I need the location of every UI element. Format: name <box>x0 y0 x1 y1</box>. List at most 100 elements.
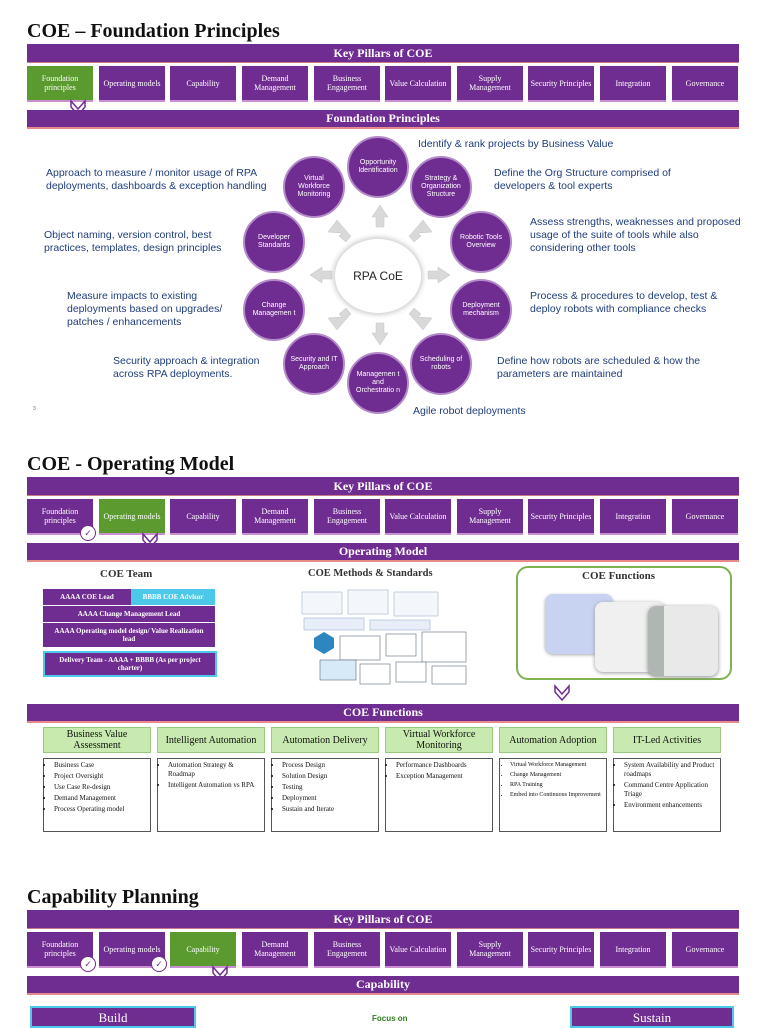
pillars-row-2: Foundation principles Operating models C… <box>27 499 739 535</box>
function-body-intelligent: Automation Strategy & Roadmap Intelligen… <box>157 758 265 832</box>
node-change: Change Managemen t <box>243 279 305 341</box>
node-opportunity: Opportunity Identification <box>347 136 409 198</box>
team-delivery: Delivery Team - AAAA + BBBB (As per proj… <box>43 651 217 677</box>
methods-diagram <box>301 589 467 685</box>
pillars-header-2: Key Pillars of COE <box>27 477 739 495</box>
pillar-engagement[interactable]: Business Engagement <box>314 932 380 968</box>
sub-header-2: Operating Model <box>27 543 739 562</box>
pillar-engagement[interactable]: Business Engagement <box>314 499 380 535</box>
desc-opportunity: Identify & rank projects by Business Val… <box>418 138 614 150</box>
pillar-security[interactable]: Security Principles <box>528 932 594 968</box>
list-item: Sustain and Iterate <box>282 805 375 814</box>
slide-number: 3 <box>33 406 36 412</box>
pillar-supply[interactable]: Supply Management <box>457 932 523 968</box>
check-icon: ✓ <box>80 956 96 972</box>
pillar-demand[interactable]: Demand Management <box>242 499 308 535</box>
team-opmodel: AAAA Operating model design/ Value Reali… <box>43 623 215 647</box>
pillar-capability[interactable]: Capability <box>170 932 236 968</box>
desc-scheduling: Define how robots are scheduled & how th… <box>497 355 701 380</box>
pillar-value[interactable]: Value Calculation <box>385 66 451 102</box>
section2-title: COE - Operating Model <box>27 453 235 475</box>
pillars-header-1: Key Pillars of COE <box>27 44 739 62</box>
pillar-demand[interactable]: Demand Management <box>242 932 308 968</box>
pillar-demand[interactable]: Demand Management <box>242 66 308 102</box>
coe-methods-title: COE Methods & Standards <box>308 568 433 579</box>
check-icon: ✓ <box>151 956 167 972</box>
sustain-box: Sustain <box>570 1006 734 1028</box>
list-item: Command Centre Application Triage <box>624 781 717 799</box>
pillar-security[interactable]: Security Principles <box>528 499 594 535</box>
functions-header: COE Functions <box>27 704 739 723</box>
pillar-integration[interactable]: Integration <box>600 66 666 102</box>
pillar-governance[interactable]: Governance <box>672 499 738 535</box>
pillar-integration[interactable]: Integration <box>600 932 666 968</box>
desc-strategy: Define the Org Structure comprised of de… <box>494 167 671 192</box>
function-card-front <box>648 606 718 676</box>
arrows-ring <box>309 204 451 346</box>
pillar-governance[interactable]: Governance <box>672 66 738 102</box>
pillar-value[interactable]: Value Calculation <box>385 499 451 535</box>
list-item: System Availability and Product roadmaps <box>624 761 717 779</box>
desc-deployment: Process & procedures to develop, test & … <box>530 290 718 315</box>
node-deployment: Deployment mechanism <box>450 279 512 341</box>
function-body-delivery: Process Design Solution Design Testing D… <box>271 758 379 832</box>
list-item: Change Management <box>510 771 603 779</box>
chevron-down-icon <box>554 684 570 702</box>
desc-change: Measure impacts to existing deployments … <box>67 290 223 328</box>
pillar-integration[interactable]: Integration <box>600 499 666 535</box>
pillar-capability[interactable]: Capability <box>170 499 236 535</box>
function-title-it-led: IT-Led Activities <box>613 727 721 753</box>
list-item: Performance Dashboards <box>396 761 489 770</box>
pillar-supply[interactable]: Supply Management <box>457 66 523 102</box>
rpa-coe-center: RPA CoE <box>334 238 422 314</box>
function-title-business-value: Business Value Assessment <box>43 727 151 753</box>
pillar-operating[interactable]: Operating models <box>99 499 165 535</box>
coe-functions-panel <box>516 566 732 680</box>
pillar-operating[interactable]: Operating models <box>99 66 165 102</box>
pillar-value[interactable]: Value Calculation <box>385 932 451 968</box>
section1-title: COE – Foundation Principles <box>27 20 280 42</box>
list-item: Intelligent Automation vs RPA <box>168 781 261 790</box>
node-scheduling: Scheduling of robots <box>410 333 472 395</box>
function-title-delivery: Automation Delivery <box>271 727 379 753</box>
function-title-adoption: Automation Adoption <box>499 727 607 753</box>
pillar-capability[interactable]: Capability <box>170 66 236 102</box>
list-item: Testing <box>282 783 375 792</box>
pillar-supply[interactable]: Supply Management <box>457 499 523 535</box>
sub-header-1: Foundation Principles <box>27 110 739 129</box>
node-developer: Developer Standards <box>243 211 305 273</box>
pillar-security[interactable]: Security Principles <box>528 66 594 102</box>
pillar-foundation[interactable]: Foundation principles <box>27 932 93 968</box>
pillars-header-3: Key Pillars of COE <box>27 910 739 928</box>
node-strategy: Strategy & Organization Structure <box>410 156 472 218</box>
function-body-adoption: Virtual Workforce Management Change Mana… <box>499 758 607 832</box>
coe-team-title: COE Team <box>100 568 153 580</box>
function-body-business-value: Business Case Project Oversight Use Case… <box>43 758 151 832</box>
function-body-monitoring: Performance Dashboards Exception Managem… <box>385 758 493 832</box>
list-item: Business Case <box>54 761 147 770</box>
pillar-governance[interactable]: Governance <box>672 932 738 968</box>
list-item: Embed into Continuous Improvement <box>510 791 603 799</box>
desc-robotic-tools: Assess strengths, weaknesses and propose… <box>530 216 741 254</box>
pillar-foundation[interactable]: Foundation principles <box>27 66 93 102</box>
node-robotic-tools: Robotic Tools Overview <box>450 211 512 273</box>
section3-title: Capability Planning <box>27 886 199 908</box>
pillars-row-1: Foundation principles Operating models C… <box>27 66 739 102</box>
node-management: Managemen t and Orchestratio n <box>347 352 409 414</box>
list-item: Project Oversight <box>54 772 147 781</box>
function-title-intelligent: Intelligent Automation <box>157 727 265 753</box>
list-item: Process Operating model <box>54 805 147 814</box>
check-icon: ✓ <box>80 525 96 541</box>
sub-header-3: Capability <box>27 976 739 995</box>
build-box: Build <box>30 1006 196 1028</box>
focus-label: Focus on <box>372 1014 408 1023</box>
list-item: Use Case Re-design <box>54 783 147 792</box>
desc-developer: Object naming, version control, best pra… <box>44 229 222 254</box>
list-item: Exception Management <box>396 772 489 781</box>
desc-management: Agile robot deployments <box>413 405 526 417</box>
function-title-monitoring: Virtual Workforce Monitoring <box>385 727 493 753</box>
list-item: Virtual Workforce Management <box>510 761 603 769</box>
pillar-engagement[interactable]: Business Engagement <box>314 66 380 102</box>
list-item: Automation Strategy & Roadmap <box>168 761 261 779</box>
list-item: Demand Management <box>54 794 147 803</box>
